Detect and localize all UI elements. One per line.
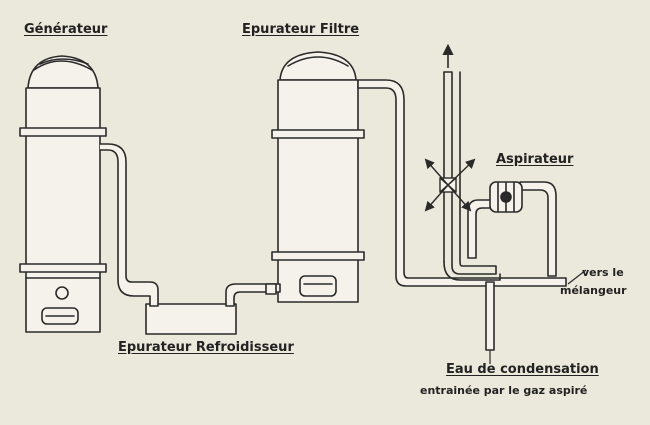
pipe-flare (443, 71, 497, 275)
filter-label: Epurateur Filtre (242, 22, 360, 37)
to-mixer-label-line1: vers le (582, 266, 624, 279)
valve-cross-arrows-icon (424, 158, 476, 212)
aspirator-label: Aspirateur (496, 152, 574, 167)
pipe-condensation-drain (485, 281, 495, 351)
leader-lines (489, 269, 587, 364)
generator-ash-door (41, 286, 79, 325)
cooler-label: Epurateur Refroidisseur (118, 340, 294, 355)
filter-tank (271, 51, 365, 303)
condensation-label-line1: Eau de condensation (446, 362, 599, 377)
pipe-filter-outlet (357, 79, 567, 287)
condensation-label-line2: entrainée par le gaz aspiré (420, 384, 588, 397)
generator-label: Générateur (24, 22, 108, 37)
pipe-generator-to-cooler (99, 143, 159, 307)
pipe-aspirator-loop (519, 181, 557, 277)
aspirator-fan-icon (489, 181, 523, 213)
to-mixer-label-line2: mélangeur (560, 284, 627, 297)
cooler-tray (145, 303, 237, 335)
filter-clean-out (299, 275, 337, 297)
